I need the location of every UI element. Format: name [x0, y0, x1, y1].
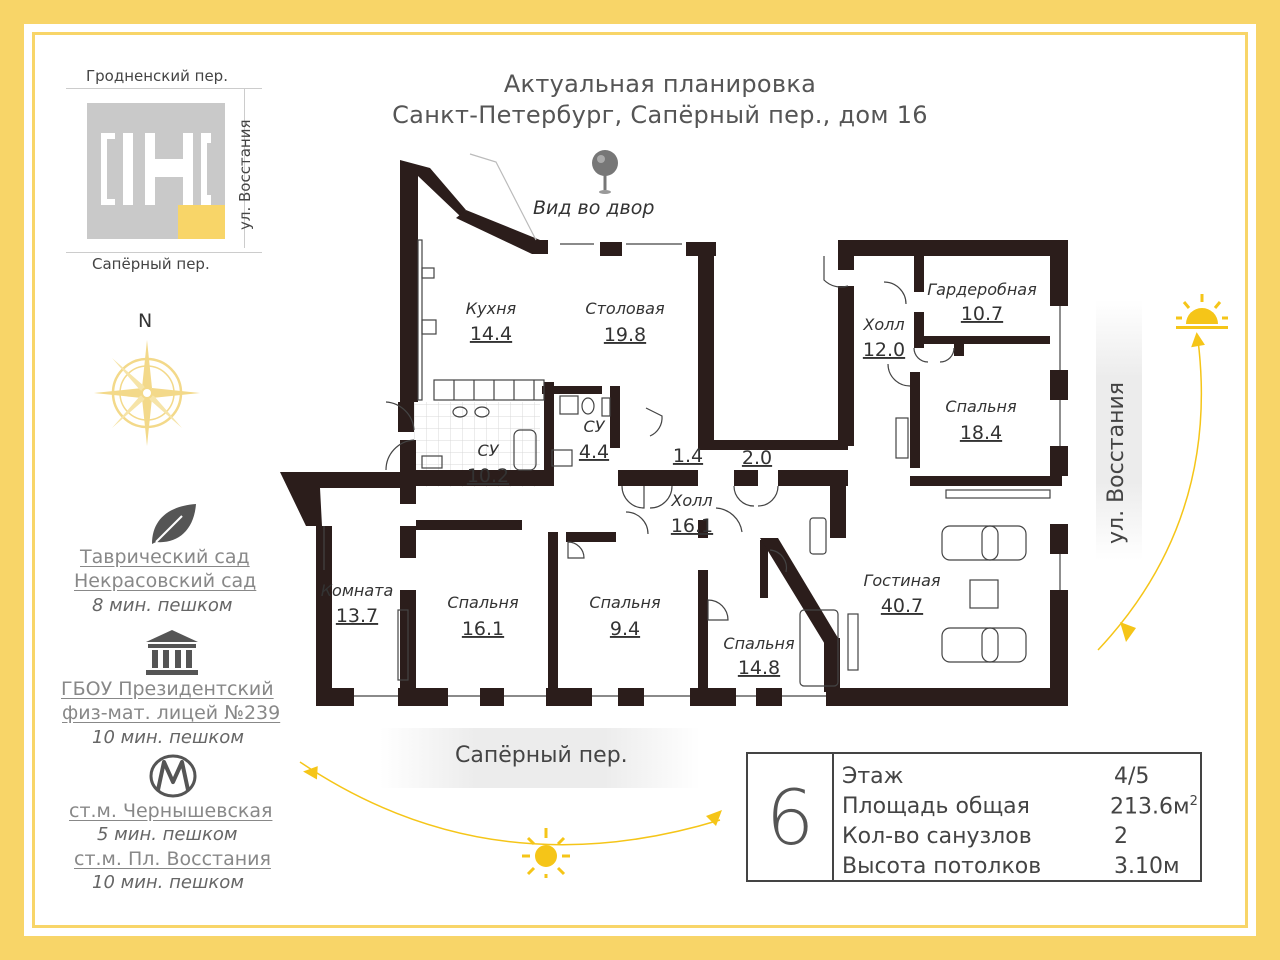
poi-park-2[interactable]: Некрасовский сад	[74, 570, 257, 592]
room-dining-name: Столовая	[585, 299, 665, 318]
block-map	[87, 103, 225, 239]
room-room-area: 13.7	[336, 605, 378, 627]
poi-metro-1[interactable]: ст.м. Чернышевская	[69, 800, 273, 822]
plan-fixtures	[323, 153, 1061, 697]
title-line-2: Санкт-Петербург, Сапёрный пер., дом 16	[392, 101, 928, 129]
sun-icon-bottom	[522, 828, 570, 878]
poi-metro-2-walk: 10 мин. пешком	[92, 872, 244, 893]
floor-plan: Кухня 14.4 Столовая 19.8 СУ 10.2 СУ 4.4 …	[280, 153, 1068, 706]
street-line-side	[244, 88, 245, 248]
room-bedroom-ne-name: Спальня	[945, 397, 1017, 416]
room-hall-area: 16.1	[671, 515, 713, 537]
info-area-value-wrap: 213.6м2	[1110, 794, 1198, 819]
poi-school-walk: 10 мин. пешком	[92, 727, 244, 748]
room-hall2-name: Холл	[862, 315, 904, 334]
info-ceiling-value: 3.10м	[1114, 854, 1180, 879]
compass-rose-icon	[94, 340, 200, 446]
location-pin-icon	[592, 150, 618, 194]
metro-icon	[149, 754, 197, 798]
poi-metro-1-walk: 5 мин. пешком	[97, 824, 238, 845]
room-bedroom-3-area: 14.8	[738, 657, 780, 679]
apartment-marker	[178, 205, 225, 239]
leaf-icon	[152, 504, 196, 544]
poi-park-walk: 8 мин. пешком	[92, 595, 233, 616]
room-bedroom-2-area: 9.4	[610, 618, 640, 640]
room-bedroom-3-name: Спальня	[723, 634, 795, 653]
poi-park-1[interactable]: Таврический сад	[80, 546, 250, 568]
street-line-bottom	[66, 252, 262, 253]
poi-school-2[interactable]: физ-мат. лицей №239	[62, 702, 281, 724]
street-sapyorny-small: Сапёрный пер.	[92, 255, 210, 273]
room-bath2-name: СУ	[584, 417, 606, 436]
room-labels: Кухня 14.4 Столовая 19.8 СУ 10.2 СУ 4.4 …	[321, 280, 1037, 679]
room-wardrobe-area: 10.7	[961, 303, 1003, 325]
room-bedroom-ne-area: 18.4	[960, 422, 1002, 444]
street-grodnensky: Гродненский пер.	[86, 67, 228, 85]
sun-path	[299, 332, 1205, 846]
info-bathrooms-label: Кол-во санузлов	[842, 824, 1032, 849]
view-label: Вид во двор	[533, 197, 655, 219]
room-kitchen-name: Кухня	[466, 299, 517, 318]
room-living-name: Гостиная	[863, 571, 940, 590]
info-ceiling-label: Высота потолков	[842, 854, 1042, 879]
room-bath1-name: СУ	[478, 441, 500, 460]
building-footprint	[101, 133, 211, 205]
room-hall-name: Холл	[670, 491, 712, 510]
plan-walls	[280, 160, 1068, 706]
room-bedroom-1-name: Спальня	[447, 593, 519, 612]
street-band-right	[1096, 300, 1142, 560]
street-line-top	[66, 88, 262, 89]
room-room-name: Комната	[321, 581, 394, 600]
info-area-sup: 2	[1189, 794, 1198, 809]
room-bedroom-1-area: 16.1	[462, 618, 504, 640]
frame-border	[32, 32, 1248, 928]
compass-north-label: N	[138, 310, 153, 332]
street-band-bottom	[380, 728, 700, 788]
room-storage-area: 1.4	[673, 445, 703, 467]
room-dining-area: 19.8	[604, 324, 646, 346]
title-line-1: Актуальная планировка	[503, 70, 817, 98]
info-area-value: 213.6м	[1110, 794, 1190, 820]
room-wardrobe-name: Гардеробная	[927, 280, 1037, 299]
info-box: 6 Этаж 4/5 Площадь общая 213.6м2 Кол-во …	[746, 752, 1202, 882]
poi-metro-2[interactable]: ст.м. Пл. Восстания	[74, 848, 271, 870]
room-kitchen-area: 14.4	[470, 323, 512, 345]
street-vosstania-small: ул. Восстания	[236, 119, 254, 230]
info-floor-label: Этаж	[842, 764, 904, 789]
sun-icon-right	[1176, 294, 1228, 329]
info-bathrooms-value: 2	[1114, 824, 1128, 849]
room-bath1-area: 10.2	[467, 465, 509, 487]
street-sapyorny-plan: Сапёрный пер.	[455, 743, 628, 768]
room-hall2-area: 12.0	[863, 339, 905, 361]
room-corridor-area: 2.0	[742, 447, 772, 469]
school-building-icon	[146, 630, 198, 675]
info-floor-value: 4/5	[1114, 764, 1150, 789]
info-area-label: Площадь общая	[842, 794, 1030, 819]
apartment-number: 6	[748, 754, 834, 880]
room-bedroom-2-name: Спальня	[589, 593, 661, 612]
room-bath2-area: 4.4	[579, 441, 609, 463]
room-living-area: 40.7	[881, 595, 923, 617]
poi-school-1[interactable]: ГБОУ Президентский	[61, 678, 274, 700]
